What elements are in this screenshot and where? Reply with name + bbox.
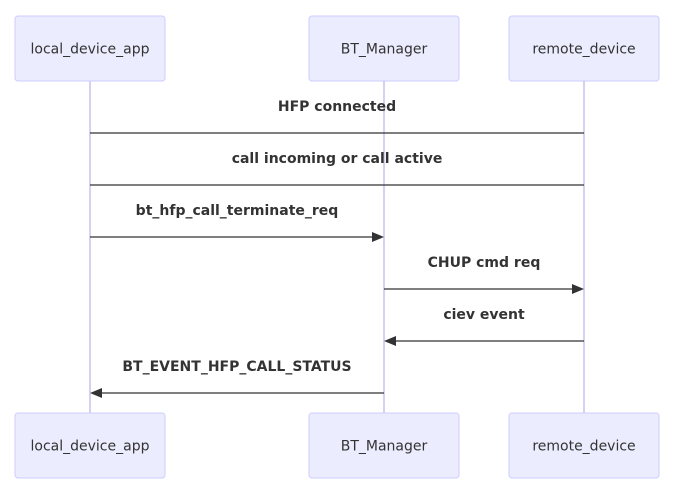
message-label: CHUP cmd req [428,255,541,271]
message-2: call incoming or call active [90,151,584,186]
participant-remote-top: remote_device [508,15,660,82]
participant-local-bottom: local_device_app [14,412,166,479]
participant-label: BT_Manager [341,42,428,58]
messages: HFP connected call incoming or call activ… [90,99,584,398]
participant-local-top: local_device_app [14,15,166,82]
arrowhead-icon [572,284,584,294]
message-label: bt_hfp_call_terminate_req [136,203,339,219]
participant-remote-bottom: remote_device [508,412,660,479]
message-label: call incoming or call active [232,151,443,167]
participant-label: remote_device [532,439,635,455]
message-6: BT_EVENT_HFP_CALL_STATUS [90,359,384,398]
participant-box [308,412,460,479]
participant-bt-bottom: BT_Manager [308,412,460,479]
lifelines [89,81,585,413]
participant-bt-top: BT_Manager [308,15,460,82]
participant-box [508,412,660,479]
arrowhead-icon [90,388,102,398]
arrowhead-icon [372,232,384,242]
participants-bottom: local_device_app BT_Manager remote_device [14,412,660,479]
message-3: bt_hfp_call_terminate_req [90,203,384,242]
message-label: BT_EVENT_HFP_CALL_STATUS [122,359,351,375]
message-4: CHUP cmd req [384,255,584,294]
participant-label: local_device_app [31,439,150,455]
participants-top: local_device_app BT_Manager remote_device [14,15,660,82]
message-label: HFP connected [278,99,396,115]
message-1: HFP connected [90,99,584,134]
participant-box [14,15,166,82]
participant-box [308,15,460,82]
participant-label: remote_device [532,42,635,58]
participant-box [508,15,660,82]
participant-box [14,412,166,479]
participant-label: local_device_app [31,42,150,58]
message-label: ciev event [443,307,525,323]
arrowhead-icon [384,336,396,346]
message-5: ciev event [384,307,584,346]
participant-label: BT_Manager [341,439,428,455]
